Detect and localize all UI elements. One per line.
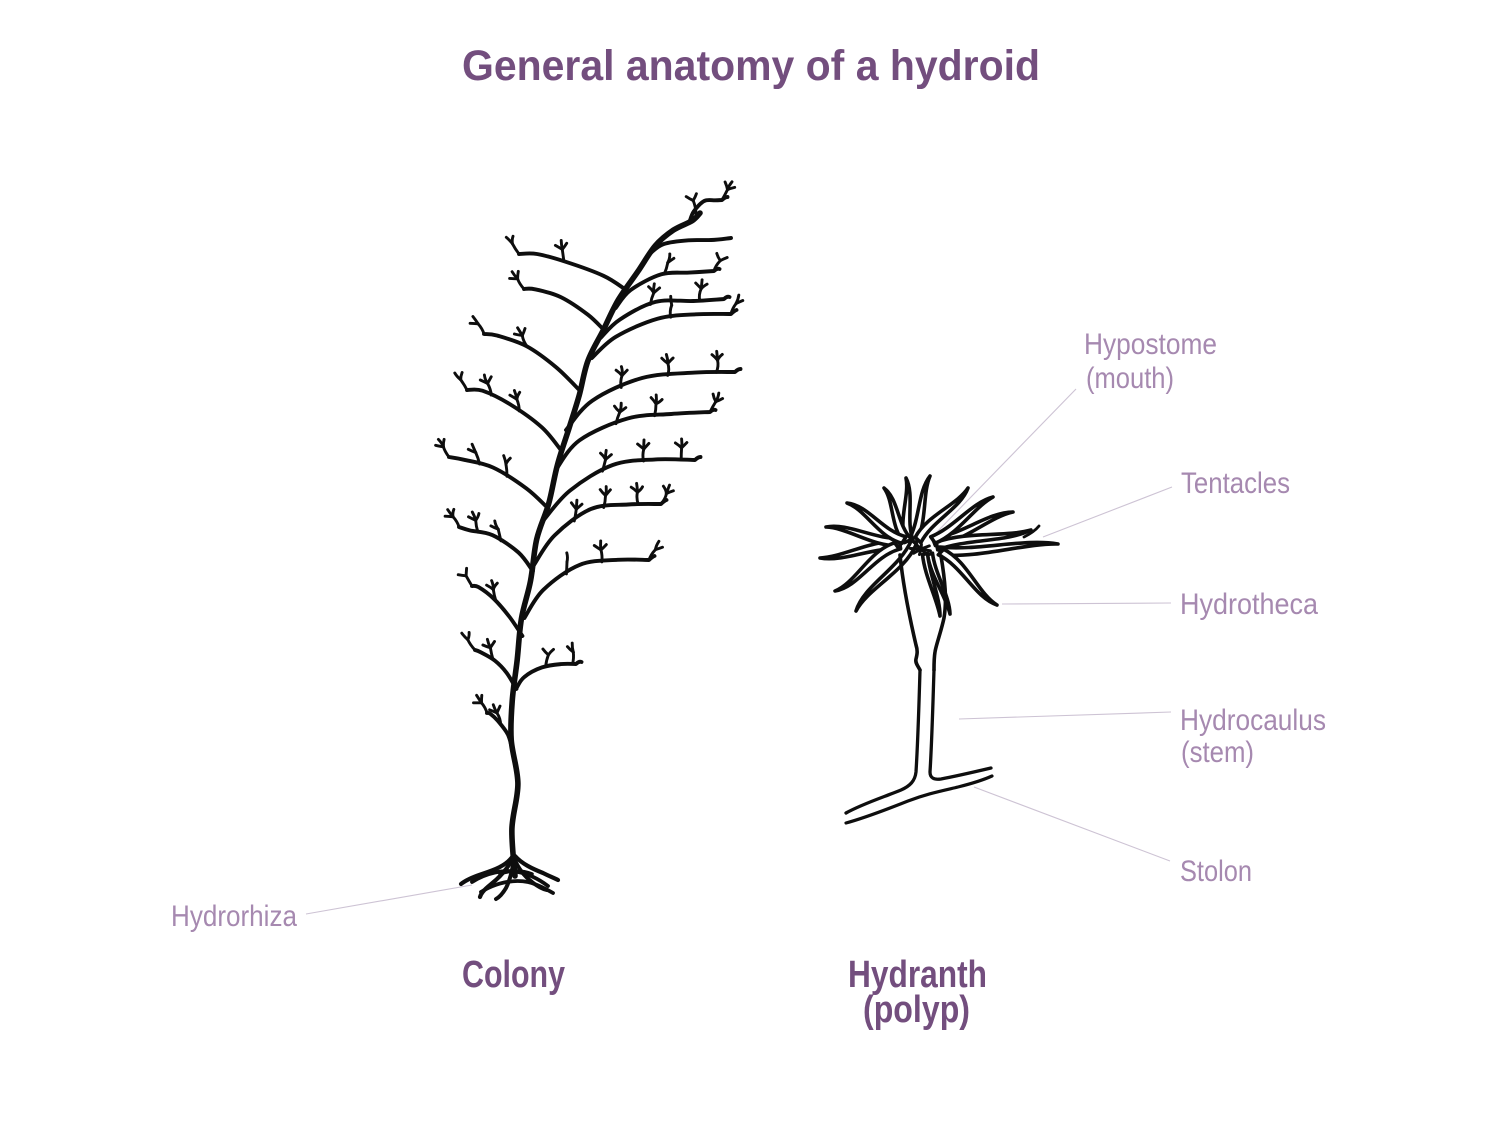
svg-text:Hydrorhiza: Hydrorhiza bbox=[171, 900, 297, 933]
svg-text:Colony: Colony bbox=[462, 954, 565, 996]
svg-text:General anatomy of a hydroid: General anatomy of a hydroid bbox=[462, 42, 1040, 90]
svg-text:Hydrotheca: Hydrotheca bbox=[1180, 588, 1318, 621]
svg-text:Hydranth: Hydranth bbox=[848, 954, 987, 996]
svg-text:(mouth): (mouth) bbox=[1086, 362, 1174, 395]
svg-text:Stolon: Stolon bbox=[1180, 855, 1252, 888]
svg-text:(stem): (stem) bbox=[1181, 736, 1254, 769]
svg-text:Hydrocaulus: Hydrocaulus bbox=[1180, 704, 1326, 737]
svg-text:(polyp): (polyp) bbox=[863, 989, 970, 1031]
svg-text:Hypostome: Hypostome bbox=[1084, 328, 1217, 361]
svg-text:Tentacles: Tentacles bbox=[1181, 467, 1290, 500]
